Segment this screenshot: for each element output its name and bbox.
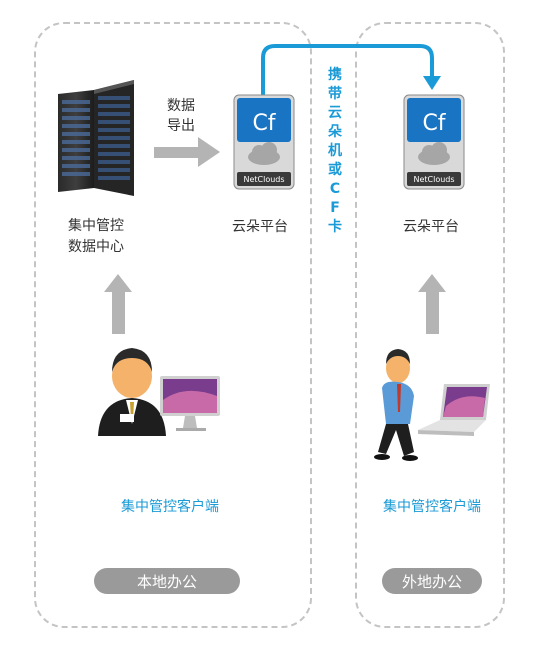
carry-link-arrow [261,44,434,96]
carry-char: 云 [328,105,342,121]
client-remote-label: 集中管控客户端 [383,499,481,515]
svg-text:NetClouds: NetClouds [413,175,454,184]
carry-char: 机 [328,143,342,159]
export-label-line2: 导出 [167,118,195,134]
platform-remote-label: 云朵平台 [403,219,459,235]
export-label-line1: 数据 [167,98,195,114]
export-arrow [154,137,220,167]
up-arrow-remote [418,274,446,334]
datacenter-label: 集中管控 数据中心 [56,216,136,258]
carry-char: 或 [328,162,342,178]
remote-office-region [355,22,505,628]
client-local-label: 集中管控客户端 [121,499,219,515]
svg-text:NetClouds: NetClouds [243,175,284,184]
carry-char: 带 [328,86,342,102]
datacenter-label-line1: 集中管控 [68,218,124,234]
svg-text:Cf: Cf [252,111,276,136]
datacenter-label-line2: 数据中心 [68,239,124,255]
local-office-pill: 本地办公 [94,568,240,594]
cf-card-icon-remote: Cf NetClouds [403,94,465,190]
svg-text:Cf: Cf [422,111,446,136]
carry-link-arrowhead [423,76,441,90]
carry-char: 卡 [328,219,342,235]
carry-link-label: 携 带 云 朵 机 或 C F 卡 [326,66,344,237]
local-office-region [34,22,312,628]
carry-char: C [329,181,341,197]
carry-char: 朵 [328,124,342,140]
carry-char: F [330,200,340,216]
remote-office-pill: 外地办公 [382,568,482,594]
export-label: 数据 导出 [156,96,206,136]
cf-card-icon-local: Cf NetClouds [233,94,295,190]
carry-char: 携 [328,67,342,83]
up-arrow-local [104,274,132,334]
platform-local-label: 云朵平台 [232,219,288,235]
